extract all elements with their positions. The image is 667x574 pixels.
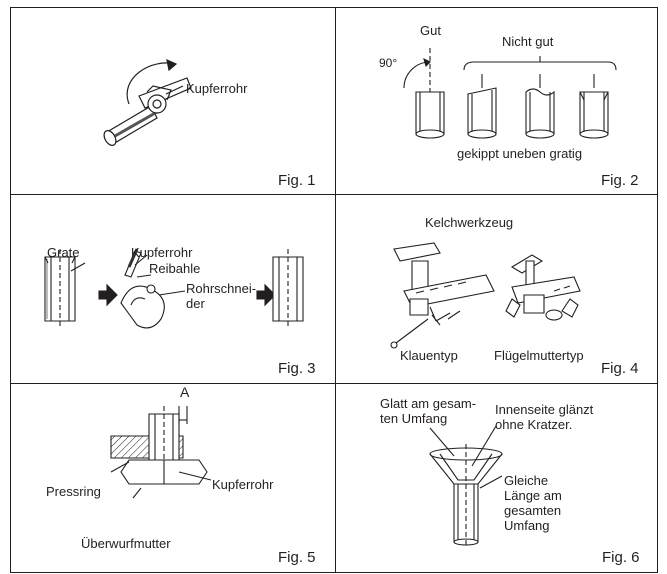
- wing-nut-type-label: Flügelmuttertyp: [494, 348, 584, 363]
- pipe-cut-comparison-illustration: [336, 8, 659, 196]
- copper-pipe-label: Kupferrohr: [186, 81, 248, 96]
- deburring-illustration: [11, 195, 337, 385]
- figure-grid: Kupferrohr Fig. 1: [10, 7, 658, 573]
- fault-types-label: gekippt uneben gratig: [457, 146, 583, 161]
- good-label: Gut: [420, 23, 441, 38]
- flare-nut-illustration: [11, 384, 337, 574]
- flare-nut-label: Überwurfmutter: [81, 536, 171, 551]
- copper-pipe-label: Kupferrohr: [212, 477, 274, 492]
- figure-4-panel: Kelchwerkzeug Klauentyp Flügelmuttertyp …: [335, 194, 658, 384]
- reamer-label: Reibahle: [149, 261, 201, 276]
- flaring-tools-illustration: [336, 195, 659, 385]
- inner-side-label: Innenseite glänzt ohne Kratzer.: [495, 402, 594, 432]
- flare-inspection-illustration: [336, 384, 659, 574]
- not-good-label: Nicht gut: [502, 34, 554, 49]
- figure-1-panel: Kupferrohr Fig. 1: [10, 7, 336, 195]
- equal-length-label: Gleiche Länge am gesamten Umfang: [504, 473, 562, 533]
- dimension-a-label: A: [180, 384, 190, 400]
- figure-caption: Fig. 1: [278, 172, 316, 189]
- figure-3-panel: Grate Kupferrohr Reibahle Rohrschnei- de…: [10, 194, 336, 384]
- pipe-cutter-illustration: [11, 8, 337, 196]
- clamp-type-label: Klauentyp: [400, 348, 458, 363]
- figure-caption: Fig. 6: [602, 549, 640, 566]
- figure-5-panel: A Kupferrohr Pressring Überwurfmutter Fi…: [10, 383, 336, 573]
- burr-label: Grate: [47, 245, 80, 260]
- pipe-cutter-label: Rohrschnei- der: [186, 281, 257, 311]
- figure-2-panel: Gut 90° Nicht gut gekippt uneben gratig …: [335, 7, 658, 195]
- angle-label: 90°: [379, 56, 398, 70]
- figure-caption: Fig. 2: [601, 172, 639, 189]
- copper-pipe-label: Kupferrohr: [131, 245, 193, 260]
- press-ring-label: Pressring: [46, 484, 101, 499]
- figure-caption: Fig. 5: [278, 549, 316, 566]
- figure-6-panel: Glatt am gesam- ten Umfang Innenseite gl…: [335, 383, 658, 573]
- flaring-tool-label: Kelchwerkzeug: [425, 215, 514, 230]
- figure-caption: Fig. 3: [278, 360, 316, 377]
- figure-caption: Fig. 4: [601, 360, 639, 377]
- smooth-circumference-label: Glatt am gesam- ten Umfang: [380, 396, 477, 426]
